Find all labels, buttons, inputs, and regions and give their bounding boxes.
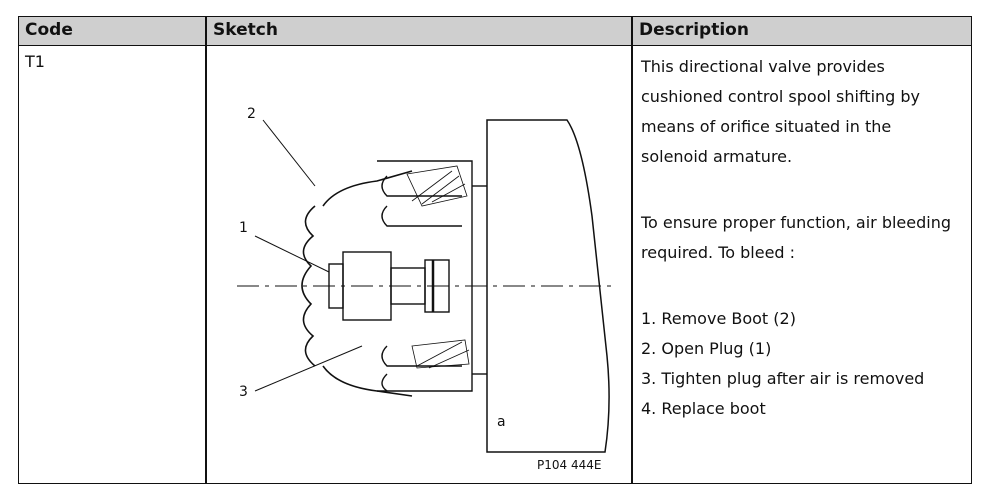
valve-code-table: Code Sketch Description T1 [18,16,972,484]
valve-sketch-drawing: 2 1 3 a P104 444E [237,106,617,472]
callout-1: 1 [239,220,248,236]
callout-3: 3 [239,384,248,400]
bleed-step: 1. Remove Boot (2) [641,309,796,328]
code-cell: T1 [18,46,206,484]
header-code: Code [18,16,206,46]
sketch-cell: 2 1 3 a P104 444E [206,46,632,484]
drawing-reference: P104 444E [537,458,601,472]
description-paragraph-2: To ensure proper function, air bleeding … [641,213,952,262]
bleed-step: 4. Replace boot [641,399,766,418]
description-paragraph-1: This directional valve provides cushione… [641,57,921,166]
callout-a: a [497,414,506,430]
callout-2: 2 [247,106,256,122]
header-sketch: Sketch [206,16,632,46]
table-header-row: Code Sketch Description [18,16,972,46]
bleed-step: 3. Tighten plug after air is removed [641,369,925,388]
bleed-step: 2. Open Plug (1) [641,339,772,358]
header-description: Description [632,16,972,46]
description-cell: This directional valve provides cushione… [632,46,972,484]
bleed-steps-list: 1. Remove Boot (2) 2. Open Plug (1) 3. T… [641,304,963,424]
table-row: T1 [18,46,972,484]
